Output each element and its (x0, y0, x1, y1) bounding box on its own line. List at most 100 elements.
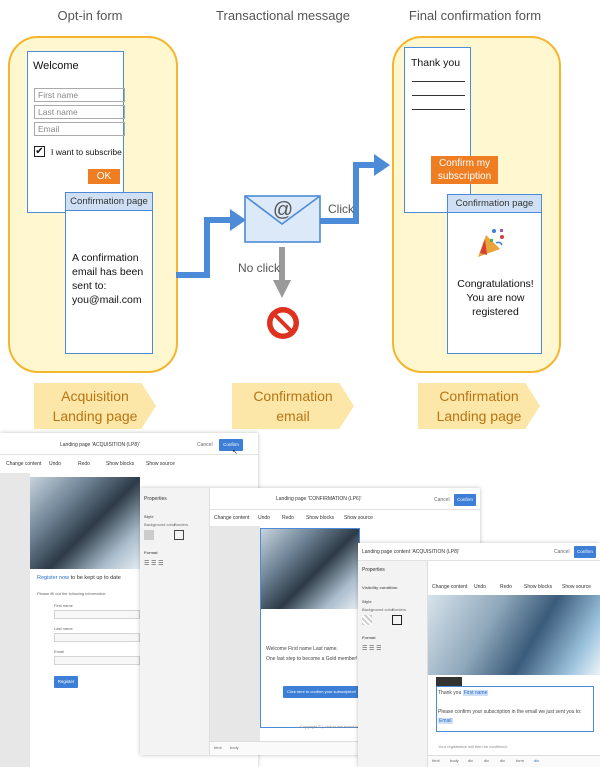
shot3-thank-you: Thank you (438, 690, 462, 696)
shot1-undo[interactable]: Undo (49, 461, 61, 467)
shot3-bg-color: Background color (362, 607, 394, 612)
shot1-fill-info: Please fill out the following informatio… (37, 591, 107, 596)
shot1-register-button[interactable]: Register (54, 676, 78, 688)
ok-button[interactable]: OK (88, 169, 120, 184)
shot1-show-source[interactable]: Show source (146, 461, 175, 467)
shot2-redo[interactable]: Redo (282, 515, 294, 521)
text-line (412, 81, 465, 82)
chevron-line: Confirmation (439, 388, 519, 404)
shot3-undo[interactable]: Undo (474, 584, 486, 590)
first-name-field[interactable]: First name (34, 88, 125, 102)
shot2-change-content[interactable]: Change content (214, 515, 250, 521)
title-optin: Opt-in form (57, 8, 123, 23)
email-field[interactable]: Email (34, 122, 125, 136)
shot2-title: Landing page 'CONFIRMATION (LP6)' (276, 496, 362, 502)
shot1-header-image (30, 477, 140, 569)
shot2-cancel[interactable]: Cancel (434, 497, 450, 503)
subscribe-label: I want to subscribe (51, 147, 122, 157)
shot2-crumb-html[interactable]: html (214, 745, 222, 750)
shot1-last-name-input[interactable] (54, 633, 140, 642)
shot3-crumb[interactable]: div (484, 758, 490, 763)
shot3-crumb[interactable]: html (432, 758, 440, 763)
shot1-title: Landing page 'ACQUISITION (LP8)' (60, 442, 140, 448)
shot2-confirm-subscription-button[interactable]: Click here to confirm your subscription! (283, 686, 360, 698)
no-click-label: No click (238, 261, 281, 275)
chevron-line: email (276, 408, 310, 424)
shot2-show-blocks[interactable]: Show blocks (306, 515, 335, 521)
title-transactional: Transactional message (216, 8, 350, 23)
shot2-gold-line: One last step to become a Gold member! (266, 656, 358, 662)
shot3-style: Style (362, 599, 372, 604)
shot3-crumb[interactable]: form (516, 758, 524, 763)
shot1-first-name-input[interactable] (54, 610, 140, 619)
arrow-to-email-head (230, 209, 246, 231)
shot2-properties-panel (140, 488, 210, 755)
shot3-redo[interactable]: Redo (500, 584, 512, 590)
confirm-subscription-button[interactable]: Confirm my subscription (431, 156, 498, 184)
align-icons[interactable]: ☰ ☰ ☰ (144, 561, 164, 567)
shot1-show-blocks[interactable]: Show blocks (106, 461, 135, 467)
shot2-format: Format (144, 550, 158, 555)
shot1-gutter (0, 473, 30, 767)
shot3-block-tools[interactable] (436, 677, 462, 686)
shot2-crumb-body[interactable]: body (230, 745, 239, 750)
at-symbol: @ (272, 199, 294, 221)
shot3-confirm-button[interactable]: Confirm (574, 546, 596, 558)
shot2-show-source[interactable]: Show source (344, 515, 373, 521)
shot3-please-confirm-text: Please confirm your subscription in the … (438, 709, 582, 715)
welcome-text: Welcome (33, 60, 79, 72)
shot1-register-line: Register now to be kept up to date (37, 575, 121, 581)
shot3-title: Landing page content 'ACQUISITION (LP8)' (362, 549, 460, 555)
shot1-email-input[interactable] (54, 656, 140, 665)
shot2-border-swatch[interactable] (174, 530, 184, 540)
shot3-crumb[interactable]: body (450, 758, 459, 763)
chevron-confirmation-email: Confirmation email (232, 383, 354, 429)
chevron-line: Landing page (436, 408, 522, 424)
chevron-line: Confirmation (253, 388, 333, 404)
shot3-breadcrumb (428, 755, 600, 767)
shot3-crumb[interactable]: div (500, 758, 506, 763)
shot1-redo[interactable]: Redo (78, 461, 90, 467)
chevron-line: Acquisition (61, 388, 129, 404)
shot3-border-swatch[interactable] (392, 615, 402, 625)
shot2-welcome-line: Welcome First name Last name. (266, 646, 338, 652)
no-entry-icon (267, 307, 299, 339)
shot2-gutter (210, 526, 260, 741)
party-popper-icon (478, 229, 504, 257)
shot1-email-label: Email (54, 649, 65, 654)
shot3-cancel[interactable]: Cancel (554, 549, 570, 555)
register-now-link[interactable]: Register now (37, 575, 70, 581)
shot2-bg-color: Background color (144, 522, 176, 527)
shot2-confirm-button[interactable]: Confirm (454, 494, 476, 506)
arrow-to-final (320, 162, 376, 224)
shot2-properties: Properties (144, 496, 167, 502)
screenshot-confirmation: Properties Style Background color Border… (140, 488, 480, 755)
shot3-crumb[interactable]: div (534, 758, 540, 763)
chevron-confirmation-landing: Confirmation Landing page (418, 383, 540, 429)
shot2-undo[interactable]: Undo (258, 515, 270, 521)
shot1-last-name-label: Last name (54, 626, 73, 631)
checkbox-checked-icon[interactable]: ✔ (34, 146, 45, 157)
shot3-show-blocks[interactable]: Show blocks (524, 584, 553, 590)
shot3-selected-block[interactable] (436, 686, 594, 732)
shot1-change-content[interactable]: Change content (6, 461, 42, 467)
shot3-change-content[interactable]: Change content (432, 584, 468, 590)
shot2-style: Style (144, 514, 154, 519)
final-confirmation-header: Confirmation page (448, 195, 541, 213)
shot2-bg-swatch[interactable] (144, 530, 154, 540)
cursor-icon: ↖ (232, 449, 238, 456)
shot3-first-name-tag[interactable]: First name (462, 690, 489, 696)
shot3-email-tag[interactable]: Email (438, 718, 453, 724)
shot3-bg-swatch[interactable] (362, 615, 372, 625)
shot3-crumb[interactable]: div (468, 758, 474, 763)
arrow-no-click (279, 247, 285, 281)
shot1-confirm-button[interactable]: Confirm (219, 439, 243, 451)
align-icons[interactable]: ☰ ☰ ☰ (362, 646, 382, 652)
title-final: Final confirmation form (408, 8, 542, 23)
shot3-show-source[interactable]: Show source (562, 584, 591, 590)
arrow-to-final-head (374, 154, 390, 176)
last-name-field[interactable]: Last name (34, 105, 125, 119)
shot1-cancel[interactable]: Cancel (197, 442, 213, 448)
shot3-borders: Borders (392, 607, 407, 612)
